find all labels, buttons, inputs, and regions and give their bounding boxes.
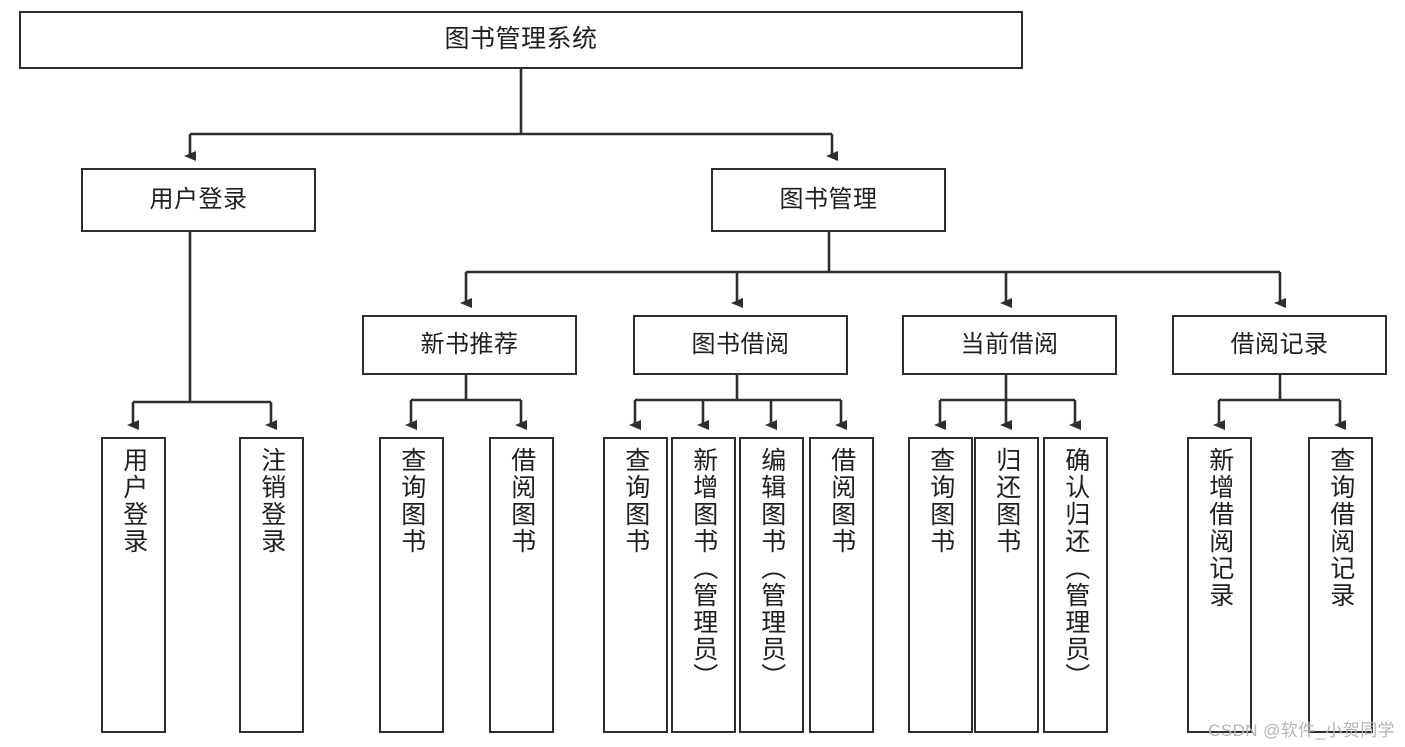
node-borrow-record[interactable]: 借阅记录 (1172, 315, 1387, 375)
node-label: 新增借阅记录 (1205, 447, 1234, 609)
node-label: 借阅记录 (1230, 330, 1329, 358)
node-label: 查询借阅记录 (1326, 447, 1355, 609)
node-label: 查询图书 (397, 447, 426, 555)
leaf-current-borrow-return[interactable]: 归还图书 (974, 437, 1039, 733)
node-label: 图书管理系统 (444, 25, 598, 54)
node-book-borrow[interactable]: 图书借阅 (633, 315, 848, 375)
leaf-borrow-record-query[interactable]: 查询借阅记录 (1308, 437, 1373, 733)
csdn-watermark: CSDN @软件_小贺同学 (1208, 721, 1395, 740)
node-label: 借阅图书 (827, 447, 856, 555)
leaf-book-borrow-query[interactable]: 查询图书 (603, 437, 668, 733)
leaf-book-borrow-edit[interactable]: 编辑图书（管理员） (739, 437, 804, 733)
leaf-current-borrow-query[interactable]: 查询图书 (908, 437, 973, 733)
node-label: 查询图书 (621, 447, 650, 555)
node-label: 用户登录 (119, 447, 148, 555)
leaf-book-borrow-add[interactable]: 新增图书（管理员） (671, 437, 736, 733)
node-label: 图书借阅 (691, 330, 790, 358)
node-label: 编辑图书（管理员） (757, 447, 786, 690)
node-label: 查询图书 (926, 447, 955, 555)
node-label: 借阅图书 (507, 447, 536, 555)
leaf-current-borrow-confirm-return[interactable]: 确认归还（管理员） (1043, 437, 1108, 733)
node-label: 确认归还（管理员） (1061, 447, 1090, 690)
leaf-book-borrow-borrow[interactable]: 借阅图书 (809, 437, 874, 733)
node-current-borrow[interactable]: 当前借阅 (902, 315, 1117, 375)
node-label: 图书管理 (779, 185, 878, 213)
node-label: 归还图书 (992, 447, 1021, 555)
leaf-user-login-login[interactable]: 用户登录 (101, 437, 166, 733)
node-root-book-management-system[interactable]: 图书管理系统 (19, 11, 1023, 69)
node-new-book-recommendation[interactable]: 新书推荐 (362, 315, 577, 375)
node-label: 注销登录 (257, 447, 286, 555)
leaf-new-book-borrow[interactable]: 借阅图书 (489, 437, 554, 733)
leaf-new-book-query[interactable]: 查询图书 (379, 437, 444, 733)
leaf-user-login-logout[interactable]: 注销登录 (239, 437, 304, 733)
leaf-borrow-record-add[interactable]: 新增借阅记录 (1187, 437, 1252, 733)
node-label: 用户登录 (149, 185, 248, 213)
node-label: 新增图书（管理员） (689, 447, 718, 690)
node-label: 当前借阅 (960, 330, 1059, 358)
node-user-login[interactable]: 用户登录 (81, 168, 316, 232)
node-book-management[interactable]: 图书管理 (711, 168, 946, 232)
node-label: 新书推荐 (420, 330, 519, 358)
